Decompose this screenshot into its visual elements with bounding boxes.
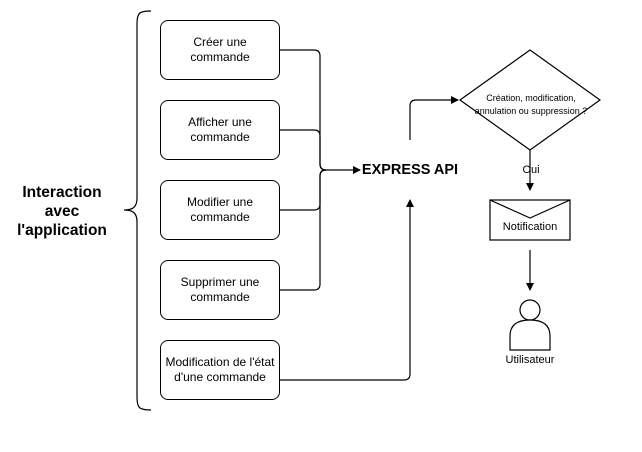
- action-edit-order: Modifier une commande: [160, 180, 280, 240]
- connector-api-to-decision: [409, 96, 459, 140]
- actor-group-label: Interaction avec l'application: [17, 183, 107, 239]
- action-update-order-state: Modification de l'état d'une commande: [160, 340, 280, 400]
- decision-yes-label: Oui: [522, 164, 540, 176]
- connector-view-to-api: [280, 129, 327, 171]
- action-delete-order: Supprimer une commande: [160, 260, 280, 320]
- user-icon: [509, 299, 551, 351]
- connector-state-to-api: [280, 199, 414, 381]
- decision-label: Création, modification, annulation ou su…: [474, 93, 588, 116]
- envelope-icon: [489, 199, 571, 241]
- group-brace: [123, 10, 152, 411]
- api-label: EXPRESS API: [361, 162, 459, 178]
- action-create-order: Créer une commande: [160, 20, 280, 80]
- user-label: Utilisateur: [505, 354, 555, 366]
- notification-label: Notification: [502, 221, 558, 233]
- action-view-order: Afficher une commande: [160, 100, 280, 160]
- connector-edit-to-api: [280, 169, 327, 211]
- connector-delete-to-api: [280, 169, 327, 291]
